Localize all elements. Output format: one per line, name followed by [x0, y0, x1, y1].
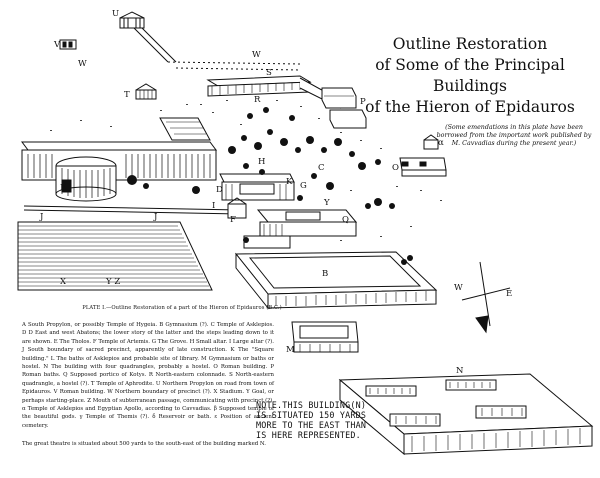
temple-alpha	[423, 134, 439, 150]
label-yz: Y Z	[105, 277, 120, 287]
theatre-footnote: The great theatre is situated about 500 …	[22, 441, 267, 447]
gymnasium-b	[234, 251, 438, 310]
hand-note-line-4: IS HERE REPRESENTED.	[256, 430, 361, 440]
building-n	[338, 373, 594, 456]
compass-west: W	[454, 283, 463, 293]
road	[133, 27, 177, 63]
temple-c-block	[243, 209, 358, 249]
label-t: T	[124, 90, 130, 100]
handwritten-note: NOTE.THIS BUILDING(N) IS SITUATED 150 YA…	[256, 400, 376, 440]
grove-trees	[127, 107, 413, 265]
label-h: H	[258, 157, 265, 167]
label-v: V	[53, 40, 61, 50]
title-line-3: of the Hieron of Epidauros	[365, 98, 575, 116]
hand-note-line-3: MORE TO THE EAST THAN	[256, 420, 367, 430]
west-abaton	[21, 117, 217, 181]
label-o: O	[392, 163, 399, 173]
tholos-e	[55, 156, 117, 202]
label-i: I	[212, 201, 215, 211]
emendations-note: (Some emendations in this plate have bee…	[436, 124, 592, 148]
plate-title: Outline Restoration of Some of the Princ…	[350, 34, 590, 118]
label-alpha: α	[438, 138, 444, 148]
label-m: M	[286, 345, 295, 355]
label-k: K	[286, 177, 293, 187]
label-c: C	[318, 163, 325, 173]
label-s: S	[266, 68, 272, 78]
boundary-w	[167, 61, 301, 71]
map-labels: U V W W S R P T α C H E K O G D I F Y Q …	[39, 9, 512, 376]
label-x: X	[60, 277, 67, 287]
roman-building-o	[399, 157, 447, 177]
plate-legend: A South Propylon, or possibly Temple of …	[22, 322, 274, 429]
label-b: B	[322, 269, 328, 279]
label-g: G	[300, 181, 307, 191]
label-n: N	[456, 366, 464, 376]
title-line-1: Outline Restoration	[392, 35, 548, 53]
south-boundary-j	[23, 205, 241, 215]
square-building-k	[219, 173, 295, 201]
northern-propylon-u	[119, 11, 145, 29]
label-e: E	[60, 183, 66, 193]
building-s-r-p	[206, 75, 367, 129]
temple-f	[227, 197, 247, 219]
label-j1: J	[39, 212, 44, 222]
plate-caption: PLATE I.—Outline Restoration of a part o…	[82, 305, 282, 311]
label-u: U	[112, 9, 119, 19]
compass-east: E	[506, 289, 512, 299]
title-line-2: of Some of the Principal Buildings	[375, 56, 565, 95]
building-v	[59, 39, 77, 50]
label-y: Y	[323, 198, 330, 208]
label-w-right: W	[252, 50, 261, 60]
label-f: F	[230, 215, 236, 225]
temple-t	[135, 83, 157, 100]
label-p: P	[360, 97, 366, 107]
label-d: D	[216, 185, 223, 195]
label-q: Q	[342, 215, 349, 225]
hand-note-line-1: NOTE.THIS BUILDING(N)	[256, 400, 367, 410]
building-m	[291, 321, 359, 353]
hand-note-line-2: IS SITUATED 150 YARDS	[256, 410, 367, 420]
stadium-x	[17, 221, 213, 291]
label-w-left: W	[78, 59, 87, 69]
label-r: R	[254, 95, 261, 105]
label-j2: J	[153, 212, 158, 222]
compass-rose	[461, 261, 511, 334]
ground-stipple	[50, 100, 442, 241]
